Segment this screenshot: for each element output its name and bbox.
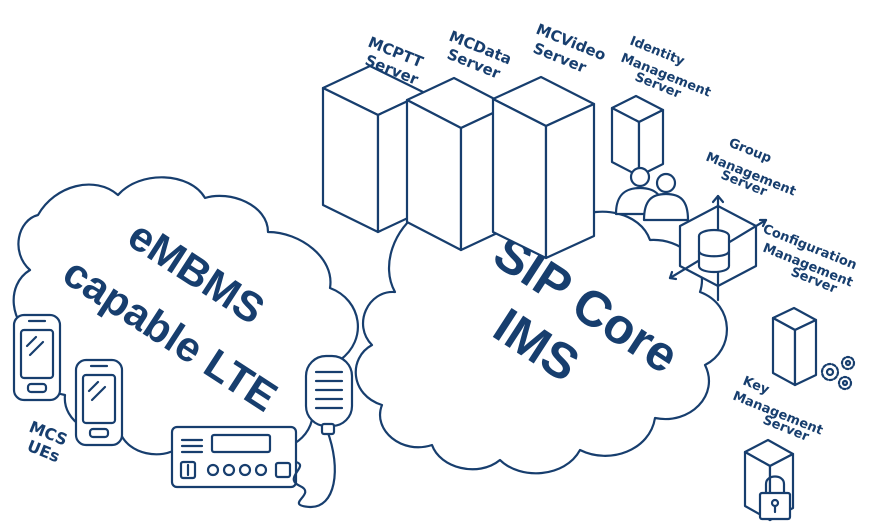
ims-cloud: SIP Core IMS — [354, 194, 728, 475]
gears-icon — [820, 355, 856, 391]
radio-cable — [292, 428, 336, 509]
mobile-radio-icon — [170, 425, 298, 489]
padlock-icon — [758, 475, 792, 521]
microphone-icon — [304, 354, 354, 436]
configuration-server-tower-icon — [771, 306, 818, 387]
mcvideo-server-tower-icon — [491, 75, 596, 260]
smartphone-icon — [12, 313, 62, 402]
lte-cloud: eMBMS capable LTE — [12, 176, 359, 461]
identity-server-tower-icon — [610, 94, 665, 178]
smartphone-icon — [74, 358, 124, 447]
database-icon — [668, 194, 768, 302]
people-icon — [614, 166, 690, 222]
